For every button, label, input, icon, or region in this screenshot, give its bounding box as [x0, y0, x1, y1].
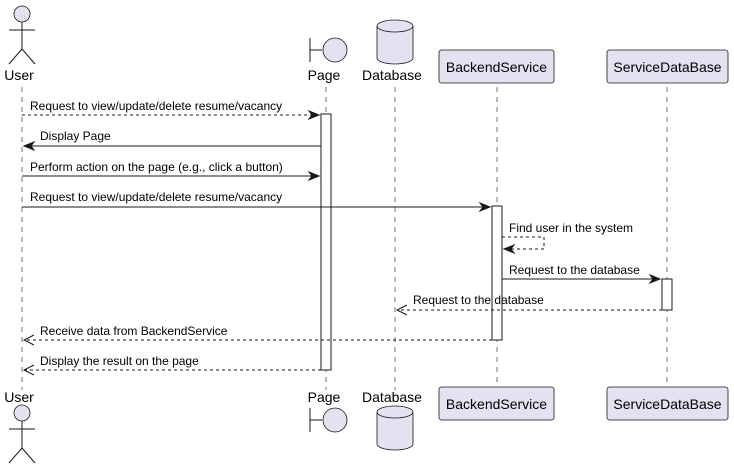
participant-label-page: Page — [308, 389, 341, 405]
participant-user-bottom[interactable]: User — [4, 389, 36, 464]
actor-icon — [8, 404, 36, 464]
participant-backendservice-top[interactable]: BackendService — [438, 49, 555, 84]
message-1: Request to view/update/delete resume/vac… — [22, 99, 321, 121]
message-label: Find user in the system — [509, 221, 633, 235]
message-9: Display the result on the page — [22, 354, 321, 376]
boundary-icon — [309, 407, 348, 433]
participant-label-backendservice: BackendService — [446, 59, 547, 75]
message-5-self: Find user in the system — [502, 221, 633, 255]
message-2: Display Page — [22, 129, 321, 152]
message-label: Request to the database — [509, 263, 640, 277]
message-8: Receive data from BackendService — [22, 324, 492, 346]
database-icon — [376, 19, 414, 65]
message-7: Request to the database — [395, 293, 662, 316]
participant-box — [438, 49, 555, 84]
message-label: Display Page — [40, 129, 111, 143]
participant-servicedatabase-top[interactable]: ServiceDataBase — [606, 49, 729, 84]
message-label: Perform action on the page (e.g., click … — [30, 160, 283, 174]
participant-backendservice-bottom[interactable]: BackendService — [438, 386, 555, 421]
message-label: Display the result on the page — [40, 354, 199, 368]
message-3: Perform action on the page (e.g., click … — [22, 160, 321, 182]
participant-page-top[interactable]: Page — [308, 37, 348, 83]
participant-user-top[interactable]: User — [4, 5, 36, 83]
message-4: Request to view/update/delete resume/vac… — [22, 190, 492, 213]
participant-label-user: User — [4, 389, 34, 405]
participant-label-servicedatabase: ServiceDataBase — [613, 396, 721, 412]
participant-label-database: Database — [362, 67, 422, 83]
message-label: Request to the database — [413, 293, 544, 307]
participant-label-database: Database — [362, 389, 422, 405]
activation-servicedatabase — [661, 278, 673, 311]
participant-box — [438, 386, 555, 421]
activation-backendservice — [491, 205, 503, 341]
participant-database-bottom[interactable]: Database — [362, 389, 422, 451]
participant-label-servicedatabase: ServiceDataBase — [613, 59, 721, 75]
participant-servicedatabase-bottom[interactable]: ServiceDataBase — [606, 386, 729, 421]
participant-box — [606, 386, 729, 421]
participant-page-bottom[interactable]: Page — [308, 389, 348, 433]
participant-database-top[interactable]: Database — [362, 19, 422, 83]
participant-label-backendservice: BackendService — [446, 396, 547, 412]
participant-label-user: User — [4, 67, 34, 83]
message-label: Request to view/update/delete resume/vac… — [30, 190, 282, 204]
message-label: Request to view/update/delete resume/vac… — [30, 99, 282, 113]
participant-label-page: Page — [308, 67, 341, 83]
boundary-icon — [309, 37, 348, 63]
message-6: Request to the database — [502, 263, 662, 285]
activation-page — [320, 113, 332, 371]
actor-icon — [8, 5, 36, 65]
message-label: Receive data from BackendService — [40, 324, 228, 338]
participant-box — [606, 49, 729, 84]
database-icon — [376, 405, 414, 451]
